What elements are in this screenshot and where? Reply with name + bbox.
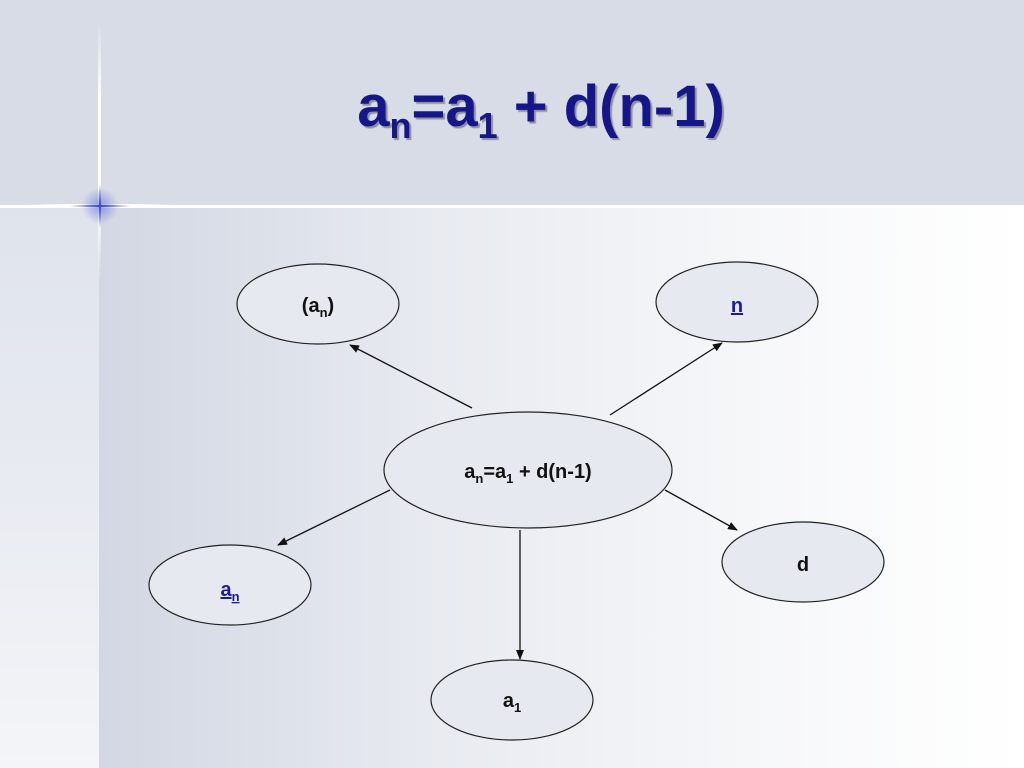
left-margin-strip <box>0 208 99 768</box>
node-bottom-left[interactable]: an <box>148 544 312 626</box>
arrow-to-right <box>664 489 738 531</box>
arrow-to-top-right <box>609 342 723 416</box>
node-right-label: d <box>797 554 809 576</box>
node-top-right-shape <box>655 261 819 343</box>
node-bottom: a1 <box>430 659 594 741</box>
node-top-left-shape <box>236 263 400 345</box>
slide-title: an=a1 + d(n-1) <box>357 74 725 146</box>
decorative-cross-horizontal <box>70 205 130 207</box>
node-bottom-left-shape <box>148 544 312 626</box>
node-top-right[interactable]: n <box>655 261 819 343</box>
node-bottom-left-link[interactable]: an <box>220 579 239 604</box>
node-top-left: (an) <box>236 263 400 345</box>
header-divider <box>0 205 1024 208</box>
node-center-shape <box>383 411 673 529</box>
arrow-to-top-left <box>349 344 473 409</box>
node-center: an=a1 + d(n-1) <box>383 411 673 529</box>
node-top-right-link[interactable]: n <box>731 295 743 317</box>
node-top-left-label: (an) <box>302 295 334 320</box>
node-right: d <box>721 521 885 603</box>
node-bottom-label: a1 <box>503 690 521 715</box>
node-right-shape <box>721 521 885 603</box>
arrow-to-bottom-left <box>277 489 391 546</box>
node-bottom-shape <box>430 659 594 741</box>
decorative-vertical-line <box>98 20 101 280</box>
header-band <box>0 0 1024 206</box>
node-center-label: an=a1 + d(n-1) <box>464 461 591 486</box>
